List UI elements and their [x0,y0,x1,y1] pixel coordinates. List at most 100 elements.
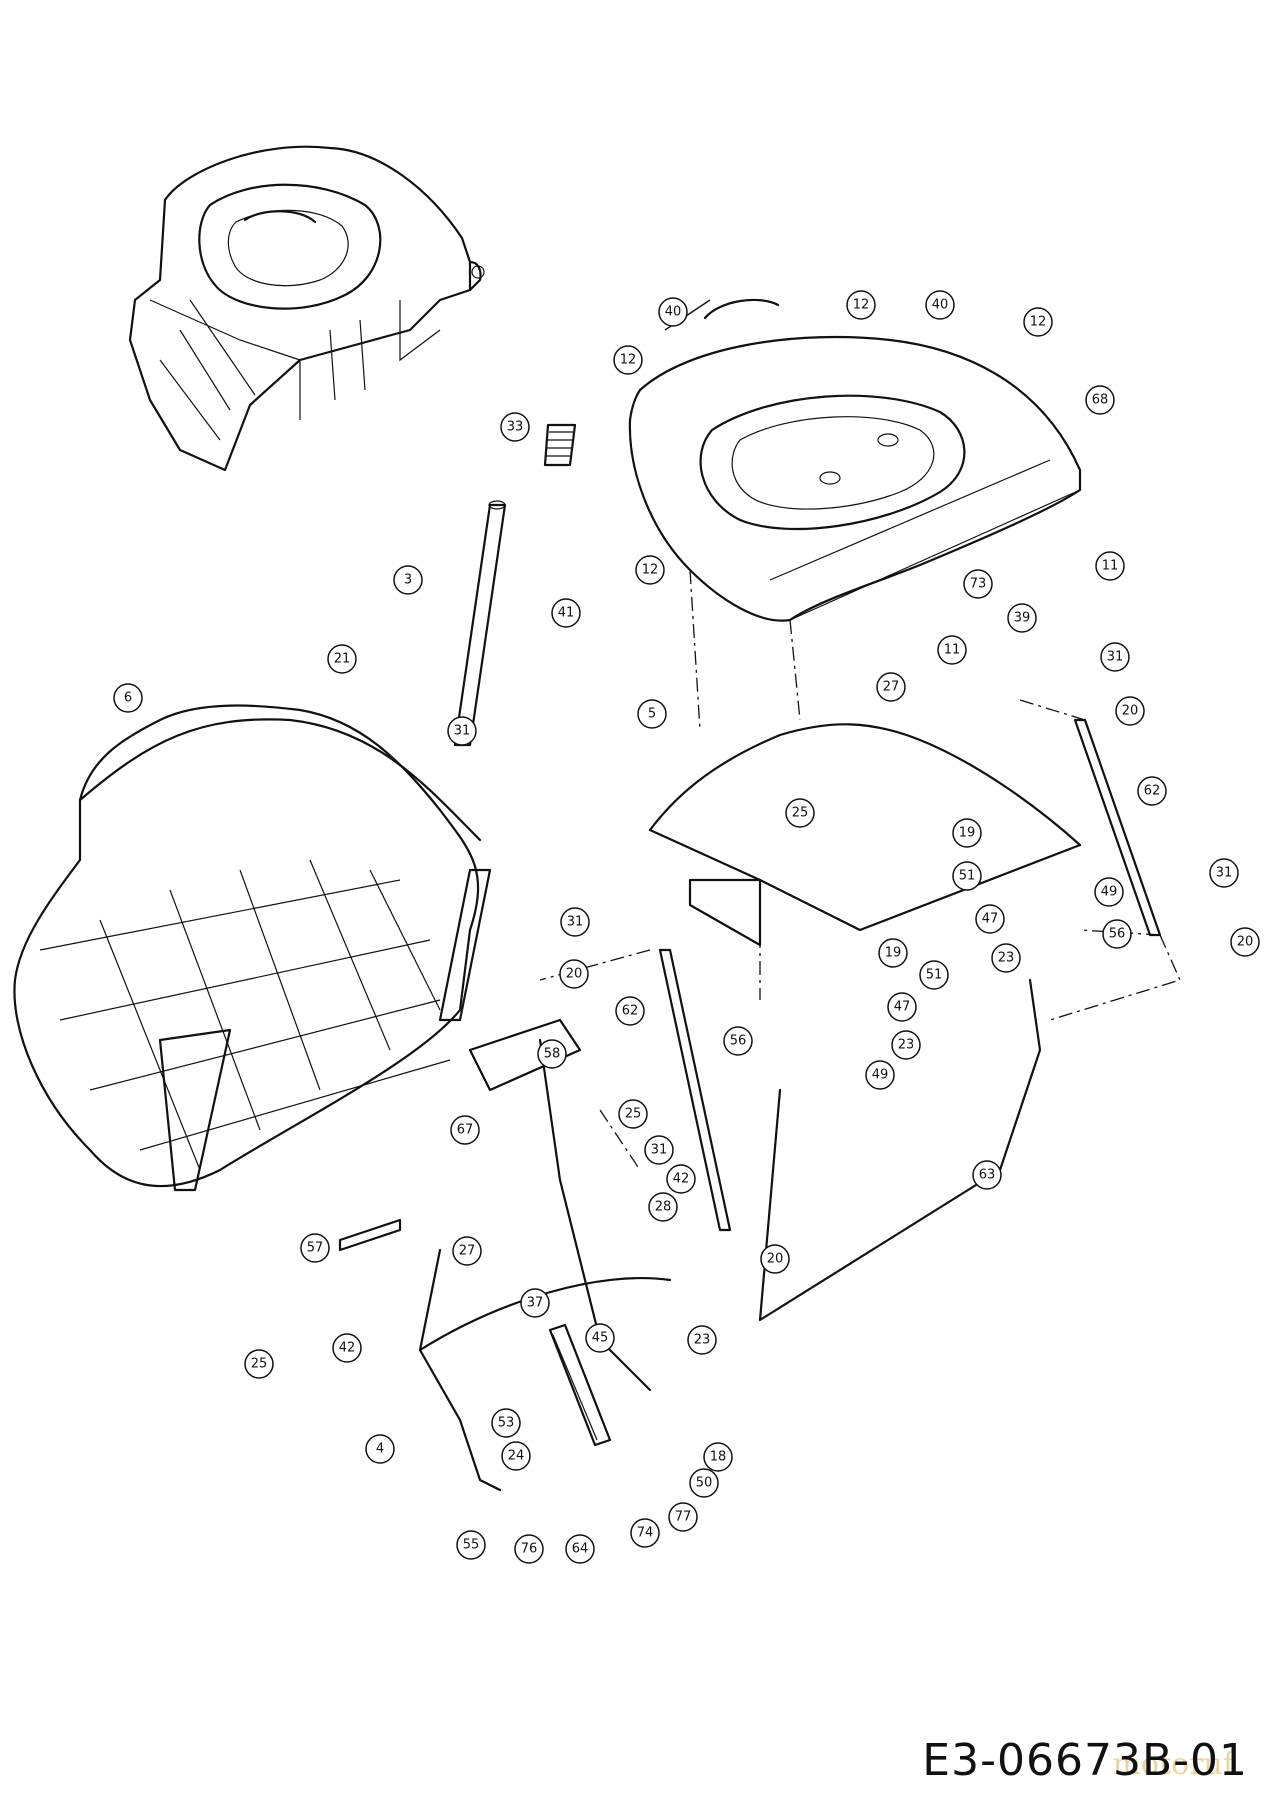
svg-text:12: 12 [853,298,870,313]
callout-31-d: 31 [560,907,590,937]
svg-text:50: 50 [696,1476,713,1491]
svg-text:23: 23 [898,1038,915,1053]
svg-text:6: 6 [124,691,132,706]
callout-47-a: 47 [975,904,1005,934]
callout-27-b: 27 [452,1236,482,1266]
svg-text:74: 74 [637,1526,654,1541]
callout-23-a: 23 [991,943,1021,973]
callout-77: 77 [668,1502,698,1532]
svg-text:12: 12 [1030,315,1047,330]
svg-text:77: 77 [675,1510,692,1525]
svg-text:19: 19 [885,946,902,961]
svg-text:23: 23 [998,951,1015,966]
svg-text:4: 4 [376,1442,384,1457]
callout-51-a: 51 [952,861,982,891]
svg-text:67: 67 [457,1123,474,1138]
svg-text:25: 25 [792,806,809,821]
svg-text:39: 39 [1014,611,1031,626]
callout-45: 45 [585,1323,615,1353]
watermark-logo: motoruf [1112,1747,1234,1782]
svg-text:76: 76 [521,1542,538,1557]
svg-text:27: 27 [459,1244,476,1259]
svg-text:27: 27 [883,680,900,695]
svg-text:42: 42 [339,1341,356,1356]
svg-text:31: 31 [1107,650,1124,665]
svg-text:37: 37 [527,1296,544,1311]
callout-68: 68 [1085,385,1115,415]
callout-20-c: 20 [559,959,589,989]
callout-31-e: 31 [644,1135,674,1165]
seat-adjust-rod [453,500,507,747]
spring [543,423,577,467]
callout-19-a: 19 [952,818,982,848]
svg-text:19: 19 [959,826,976,841]
callout-51-b: 51 [919,960,949,990]
svg-text:31: 31 [1216,866,1233,881]
callout-37: 37 [520,1288,550,1318]
callout-41: 41 [551,598,581,628]
seat-cover [628,298,1082,622]
svg-text:55: 55 [463,1538,480,1553]
svg-text:12: 12 [620,353,637,368]
svg-text:53: 53 [498,1416,515,1431]
callout-5: 5 [637,699,667,729]
svg-text:24: 24 [508,1449,525,1464]
svg-text:56: 56 [1109,927,1126,942]
callout-53: 53 [491,1408,521,1438]
callout-28: 28 [648,1192,678,1222]
leader-lines [539,299,1181,1171]
callout-67: 67 [450,1115,480,1145]
svg-text:28: 28 [655,1200,672,1215]
svg-text:45: 45 [592,1331,609,1346]
svg-text:11: 11 [944,643,961,658]
callout-56-b: 56 [723,1026,753,1056]
svg-text:21: 21 [334,652,351,667]
callout-40-b: 40 [925,290,955,320]
svg-text:51: 51 [959,869,976,884]
callout-58: 58 [537,1039,567,1069]
callout-76: 76 [514,1534,544,1564]
callout-42-a: 42 [666,1164,696,1194]
callout-39: 39 [1007,603,1037,633]
svg-text:41: 41 [558,606,575,621]
callout-49-a: 49 [1094,877,1124,907]
svg-text:20: 20 [1237,935,1254,950]
callouts: 40 12 40 12 12 68 33 12 11 41 73 39 11 3… [113,290,1260,1564]
seat-assembly-preview [128,145,485,472]
drawing-number: E3-06673B-01 [922,1735,1248,1786]
svg-text:31: 31 [651,1143,668,1158]
lever-assembly [338,1018,672,1492]
svg-text:62: 62 [622,1004,639,1019]
seat-base [13,704,492,1192]
svg-text:23: 23 [694,1333,711,1348]
callout-27-a: 27 [876,672,906,702]
callout-55: 55 [456,1530,486,1560]
callout-57: 57 [300,1233,330,1263]
svg-text:62: 62 [1144,784,1161,799]
svg-text:33: 33 [507,420,524,435]
callout-42-b: 42 [332,1333,362,1363]
svg-text:68: 68 [1092,393,1109,408]
svg-text:20: 20 [1122,704,1139,719]
svg-text:12: 12 [642,563,659,578]
callout-4: 4 [365,1434,395,1464]
svg-text:31: 31 [567,915,584,930]
svg-text:56: 56 [730,1034,747,1049]
callout-31-a: 31 [447,716,477,746]
svg-text:3: 3 [404,573,412,588]
callout-47-b: 47 [887,992,917,1022]
callout-73: 73 [963,569,993,599]
callout-33: 33 [500,412,530,442]
svg-text:49: 49 [872,1068,889,1083]
svg-text:63: 63 [979,1168,996,1183]
callout-40-a: 40 [658,297,688,327]
callout-18: 18 [703,1442,733,1472]
callout-62-a: 62 [1137,776,1167,806]
callout-25-a: 25 [785,798,815,828]
callout-74: 74 [630,1518,660,1548]
svg-text:25: 25 [625,1107,642,1122]
callout-25-c: 25 [244,1349,274,1379]
callout-12-d: 12 [635,555,665,585]
callout-50: 50 [689,1468,719,1498]
